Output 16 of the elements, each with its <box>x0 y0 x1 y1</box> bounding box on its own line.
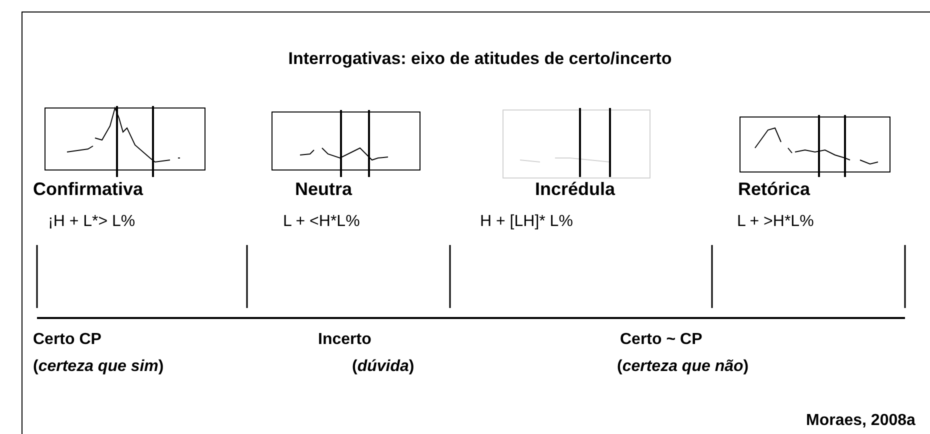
tonal-formula: ¡H + L*> L% <box>48 213 136 231</box>
scale-label: Incerto <box>318 331 372 349</box>
source-citation: Moraes, 2008a <box>806 412 916 430</box>
category-name: Incrédula <box>535 180 616 198</box>
diagram-title: Interrogativas: eixo de atitudes de certo/incerto <box>288 50 672 68</box>
category-name: Retórica <box>738 180 810 198</box>
scale-label: Certo ~ CP <box>620 331 702 349</box>
scale-label: Certo CP <box>33 331 102 349</box>
tonal-formula: L + >H*L% <box>737 213 814 231</box>
scale-description: (dúvida) <box>352 358 414 376</box>
category-name: Confirmativa <box>33 180 144 198</box>
tonal-formula: H + [LH]* L% <box>480 213 573 231</box>
tonal-formula: L + <H*L% <box>283 213 360 231</box>
scale-description: (certeza que sim) <box>33 358 164 376</box>
category-name: Neutra <box>295 180 352 198</box>
scale-description: (certeza que não) <box>617 358 749 376</box>
